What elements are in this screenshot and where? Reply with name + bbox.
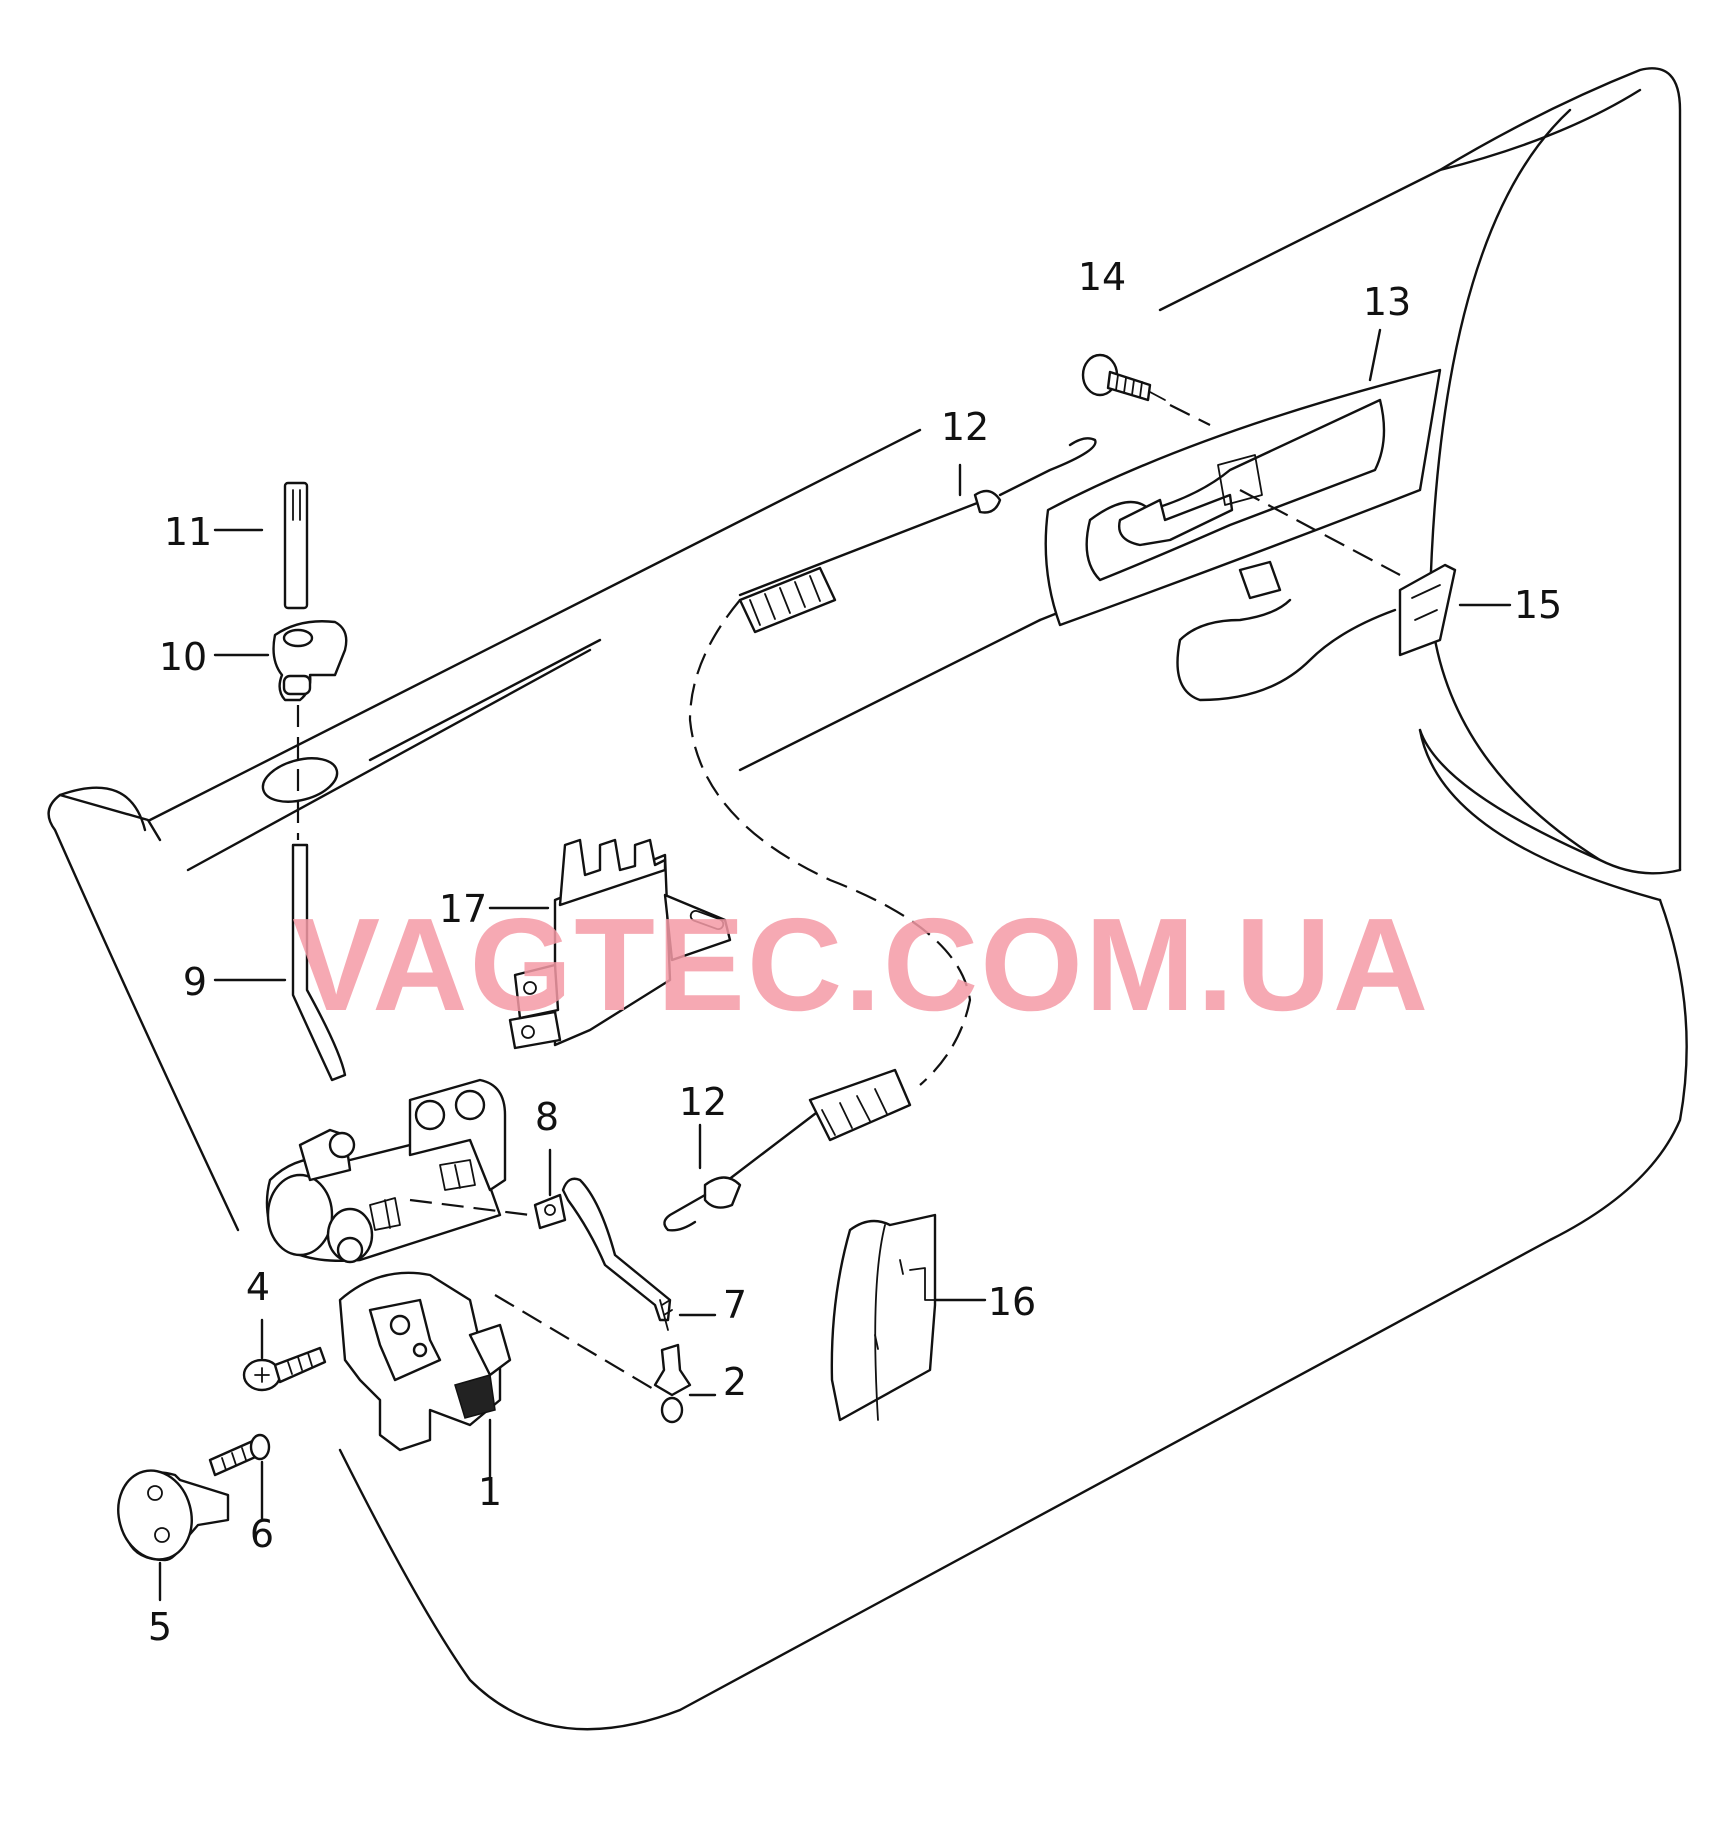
callout-2: 2	[723, 1360, 747, 1404]
callout-10: 10	[159, 635, 207, 679]
part-9-locking-rod	[291, 843, 347, 1082]
callout-labels: 1 2 4 5 6 7 8 9 10 11 12 12 13 14 15 16 …	[148, 255, 1562, 1649]
part-13-inner-handle	[1044, 328, 1442, 627]
part-1-door-lock	[265, 1078, 656, 1482]
part-10-pin-guide	[272, 620, 348, 702]
part-7-rod	[561, 1177, 717, 1331]
callout-15: 15	[1514, 583, 1562, 627]
callout-5: 5	[148, 1605, 172, 1649]
callout-6: 6	[250, 1512, 274, 1556]
callout-12-upper: 12	[941, 405, 989, 449]
callout-16: 16	[988, 1280, 1036, 1324]
callout-11: 11	[164, 510, 212, 554]
callout-7: 7	[723, 1283, 747, 1327]
callout-14: 14	[1078, 255, 1126, 299]
callout-8: 8	[535, 1095, 559, 1139]
callout-1: 1	[478, 1470, 502, 1514]
callout-13: 13	[1363, 280, 1411, 324]
part-12-lower-cable	[663, 1068, 912, 1232]
part-12-upper-cable	[738, 437, 1097, 634]
part-8-clip	[533, 1148, 567, 1230]
leader-lines	[213, 528, 550, 982]
part-16-insulation	[830, 1213, 987, 1422]
part-15-switch-wiring	[1176, 489, 1512, 702]
part-6-screw	[208, 1433, 271, 1522]
callout-12-lower: 12	[679, 1080, 727, 1124]
door-panel-outline	[47, 67, 1688, 1731]
part-2-clip	[653, 1343, 717, 1424]
grommet-hole	[261, 757, 339, 803]
part-5-striker	[117, 1469, 230, 1602]
callout-17: 17	[439, 887, 487, 931]
watermark-text: VAGTEC.COM.UA	[292, 891, 1430, 1038]
part-17-bracket	[508, 838, 732, 1050]
part-4-screw	[242, 1318, 327, 1392]
callout-9: 9	[183, 960, 207, 1004]
part-14-screw	[1081, 353, 1211, 426]
part-11-lock-pin	[283, 481, 309, 610]
cable-route-dashed	[688, 599, 972, 1086]
callout-4: 4	[246, 1265, 270, 1309]
